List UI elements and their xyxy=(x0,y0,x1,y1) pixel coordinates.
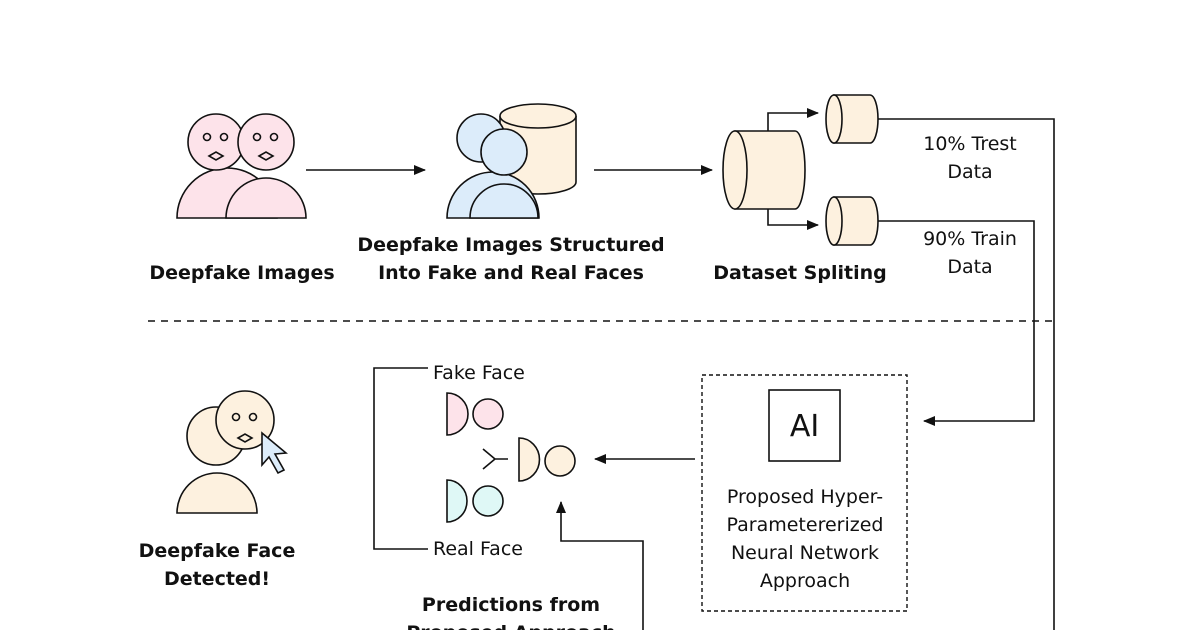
approach-label-line4: Approach xyxy=(760,570,850,592)
approach-label-line3: Neural Network xyxy=(731,542,879,564)
test-data-label-line2: Data xyxy=(947,161,992,183)
train-data-label-line2: Data xyxy=(947,256,992,278)
test-data-label-line1: 10% Trest xyxy=(923,133,1017,155)
arrow-split-to-train xyxy=(767,209,819,230)
approach-label-line2: Parametererized xyxy=(727,514,884,536)
cursor-icon xyxy=(261,431,288,475)
deepfake-images-label: Deepfake Images xyxy=(149,262,334,284)
deepfake-detected-icon xyxy=(176,390,275,514)
predictions-icon xyxy=(373,367,576,550)
arrow-split-to-test xyxy=(767,108,819,131)
structured-label-line2: Into Fake and Real Faces xyxy=(378,262,644,284)
ai-icon: AI xyxy=(790,409,819,444)
predictions-label-line2: Proposed Approach xyxy=(406,622,615,630)
dataset-split-cylinder-icon xyxy=(722,130,806,210)
arrow-feedback-to-predictions xyxy=(556,501,644,630)
test-data-connector xyxy=(878,118,1055,630)
structured-label-line1: Deepfake Images Structured xyxy=(357,234,664,256)
test-data-cylinder-icon xyxy=(825,94,879,144)
predictions-label-line1: Predictions from xyxy=(422,594,600,616)
train-data-cylinder-icon xyxy=(825,196,879,246)
structured-dataset-icon xyxy=(446,103,577,219)
ai-icon-box xyxy=(768,389,841,462)
real-face-label: Real Face xyxy=(433,538,523,560)
dataset-split-label: Dataset Spliting xyxy=(713,262,886,284)
deepfake-images-icon xyxy=(176,113,307,219)
detected-label-line2: Detected! xyxy=(164,568,270,590)
train-data-label-line1: 90% Train xyxy=(923,228,1017,250)
approach-label-line1: Proposed Hyper- xyxy=(727,486,883,508)
detected-label-line1: Deepfake Face xyxy=(139,540,296,562)
fake-face-label: Fake Face xyxy=(433,362,525,384)
approach-box xyxy=(701,374,908,612)
